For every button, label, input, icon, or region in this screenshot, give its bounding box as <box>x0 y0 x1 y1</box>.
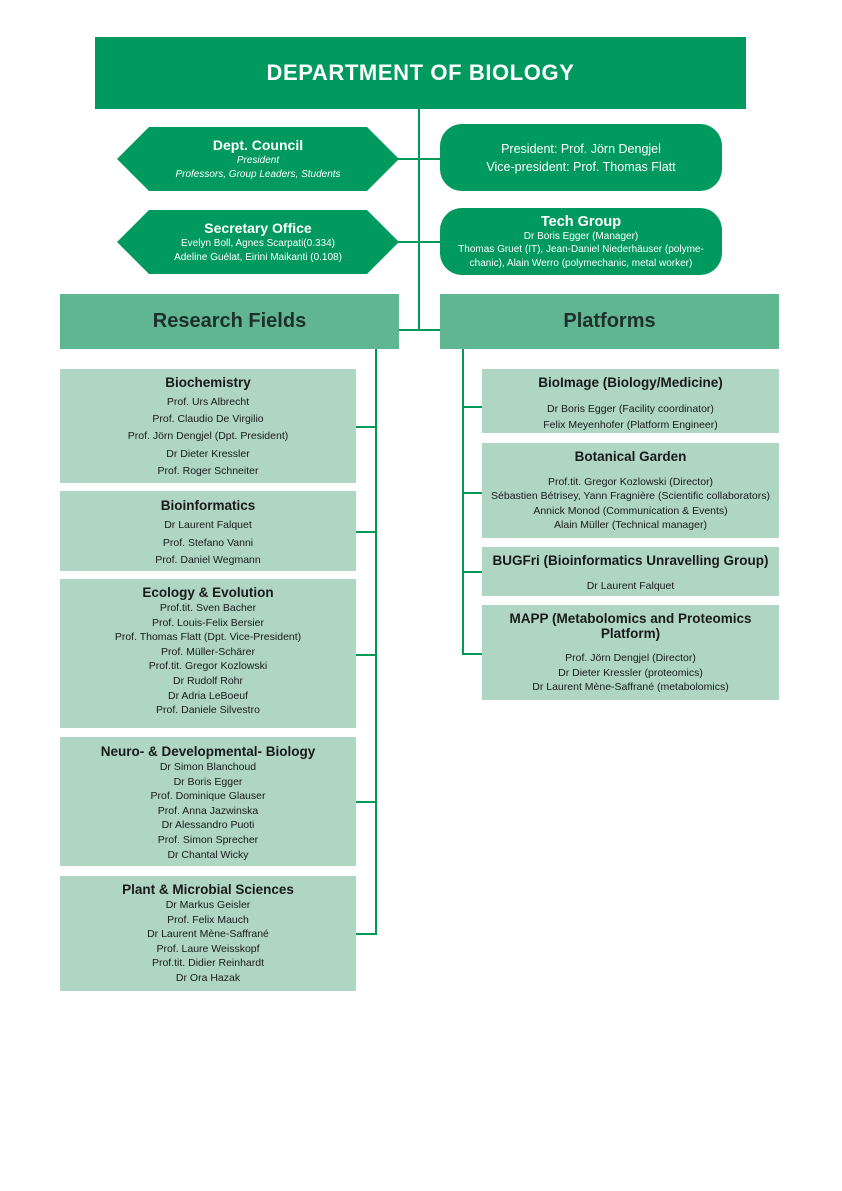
department-header: DEPARTMENT OF BIOLOGY <box>95 37 746 109</box>
platforms-spine-line <box>462 349 464 655</box>
platform-connector <box>462 406 482 408</box>
vice-president-line: Vice-president: Prof. Thomas Flatt <box>486 159 676 174</box>
research-field-title: Plant & Microbial Sciences <box>122 882 294 897</box>
tech-line-1: Thomas Gruet (IT), Jean-Daniel Niederhäu… <box>458 244 704 256</box>
dept-council-box: Dept. Council President Professors, Grou… <box>117 127 399 191</box>
council-members: Professors, Group Leaders, Students <box>175 168 341 180</box>
member-name: Annick Monod (Communication & Events) <box>533 504 728 517</box>
research-field-connector <box>356 801 377 803</box>
secretary-office-box: Secretary Office Evelyn Boll, Agnes Scar… <box>117 210 399 274</box>
member-name: Prof. Roger Schneiter <box>157 464 259 477</box>
member-name: Prof. Felix Mauch <box>167 913 249 926</box>
research-field-connector <box>356 531 377 533</box>
member-name: Prof. Claudio De Virgilio <box>152 413 264 426</box>
platform-box: BUGFri (Bioinformatics Unravelling Group… <box>482 547 779 596</box>
member-name: Prof. Louis-Felix Bersier <box>151 616 265 629</box>
platforms-label: Platforms <box>563 310 656 332</box>
presidency-box: President: Prof. Jörn Dengjel Vice-presi… <box>440 124 722 191</box>
member-name: Prof. Laure Weisskopf <box>156 942 260 955</box>
research-field-connector <box>356 426 377 428</box>
platform-title: MAPP (Metabolomics and Proteomics Platfo… <box>509 611 752 641</box>
research-fields-heading: Research Fields <box>60 294 399 349</box>
member-name: Dr Adria LeBoeuf <box>168 689 248 702</box>
member-name: Dr Boris Egger (Facility coordinator) <box>547 403 714 415</box>
member-name: Prof. Daniel Wegmann <box>155 554 261 566</box>
member-name: Prof.tit. Didier Reinhardt <box>151 957 265 970</box>
member-name: Dr Simon Blanchoud <box>159 761 257 773</box>
member-name: Prof. Jörn Dengjel (Director) <box>565 652 696 664</box>
member-name: Prof. Thomas Flatt (Dpt. Vice-President) <box>114 631 302 644</box>
council-title: Dept. Council <box>212 136 304 153</box>
platform-title: BUGFri (Bioinformatics Unravelling Group… <box>492 553 769 568</box>
tech-line-2: chanic), Alain Werro (polymechanic, meta… <box>469 257 693 269</box>
research-field-title: Neuro- & Developmental- Biology <box>100 744 316 759</box>
member-name: Prof.tit. Gregor Kozlowski (Director) <box>547 476 714 488</box>
member-name: Dr Markus Geisler <box>165 899 251 911</box>
platform-connector <box>462 571 482 573</box>
connector-secretary <box>396 241 442 243</box>
member-name: Dr Chantal Wicky <box>167 848 249 861</box>
president-line: President: Prof. Jörn Dengjel <box>501 141 661 156</box>
research-field-connector <box>356 654 377 656</box>
platform-connector <box>462 653 482 655</box>
research-field-box: Plant & Microbial Sciences Dr Markus Geis… <box>60 876 356 991</box>
member-name: Dr Laurent Falquet <box>164 519 252 531</box>
secretary-line-1: Evelyn Boll, Agnes Scarpati(0.334) <box>181 237 335 249</box>
research-fields-label: Research Fields <box>152 310 307 332</box>
member-name: Dr Rudolf Rohr <box>172 674 244 687</box>
member-name: Prof. Jörn Dengjel (Dpt. President) <box>127 430 289 443</box>
tech-group-box: Tech Group Dr Boris Egger (Manager) Thom… <box>440 208 722 275</box>
member-name: Prof. Simon Sprecher <box>157 833 259 846</box>
platform-title: Botanical Garden <box>574 449 687 464</box>
member-name: Prof. Dominique Glauser <box>150 790 266 803</box>
platform-connector <box>462 492 482 494</box>
tech-manager: Dr Boris Egger (Manager) <box>523 230 639 242</box>
secretary-line-2: Adeline Guélat, Eirini Maikanti (0.108) <box>174 251 342 263</box>
member-name: Prof.tit. Gregor Kozlowski <box>148 660 268 673</box>
connector-columns <box>398 329 442 331</box>
member-name: Dr Dieter Kressler <box>166 447 250 460</box>
member-name: Prof. Daniele Silvestro <box>156 704 260 717</box>
main-spine-line <box>418 108 420 330</box>
member-name: Prof. Stefano Vanni <box>162 536 254 549</box>
member-name: Sébastien Bétrisey, Yann Fragnière (Scie… <box>491 490 770 503</box>
member-name: Prof. Urs Albrecht <box>166 396 250 408</box>
platform-title: BioImage (Biology/Medicine) <box>538 375 723 390</box>
member-name: Felix Meyenhofer (Platform Engineer) <box>543 419 718 431</box>
member-name: Prof. Anna Jazwinska <box>157 804 259 817</box>
research-field-box: Neuro- & Developmental- Biology Dr Simon … <box>60 737 356 866</box>
platforms-heading: Platforms <box>440 294 779 349</box>
member-name: Dr Dieter Kressler (proteomics) <box>558 666 703 679</box>
member-name: Dr Laurent Falquet <box>586 580 675 592</box>
connector-council <box>396 158 442 160</box>
research-field-title: Bioinformatics <box>160 498 256 513</box>
research-spine-line <box>375 349 377 935</box>
research-field-title: Biochemistry <box>165 375 251 390</box>
tech-title: Tech Group <box>540 213 622 230</box>
member-name: Dr Ora Hazak <box>175 971 241 984</box>
platform-box: MAPP (Metabolomics and Proteomics Platfo… <box>482 605 779 700</box>
department-title: DEPARTMENT OF BIOLOGY <box>266 60 575 85</box>
member-name: Prof.tit. Sven Bacher <box>159 602 257 614</box>
member-name: Dr Laurent Mène-Saffrané <box>147 928 269 941</box>
member-name: Prof. Müller-Schärer <box>161 645 255 658</box>
member-name: Dr Laurent Mène-Saffrané (metabolomics) <box>532 681 729 693</box>
secretary-title: Secretary Office <box>204 219 312 236</box>
research-field-title: Ecology & Evolution <box>142 585 274 600</box>
council-president: President <box>236 154 280 166</box>
research-field-connector <box>356 933 377 935</box>
member-name: Dr Boris Egger <box>173 775 243 788</box>
member-name: Alain Müller (Technical manager) <box>554 519 707 532</box>
member-name: Dr Alessandro Puoti <box>161 819 255 832</box>
platform-box: BioImage (Biology/Medicine) Dr Boris Egge… <box>482 369 779 433</box>
